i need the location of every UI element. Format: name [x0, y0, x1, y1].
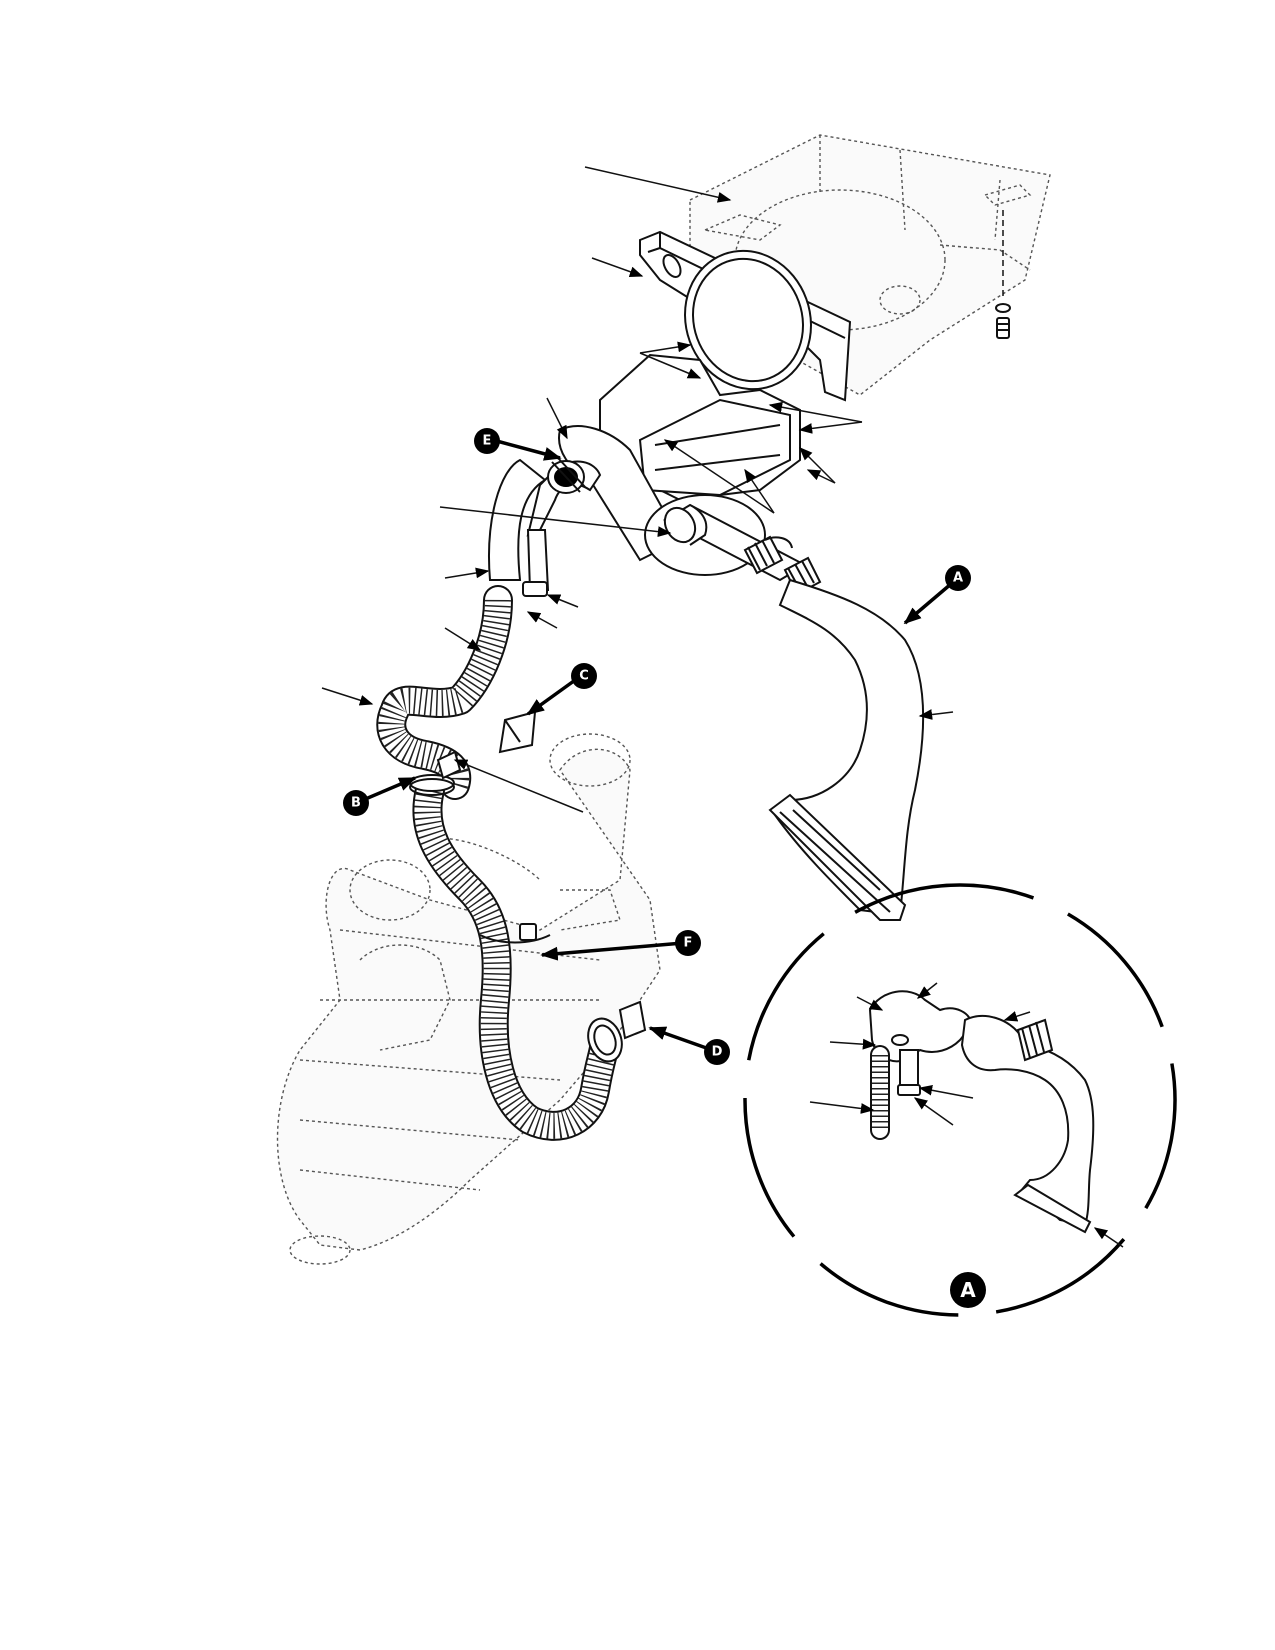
clamp-f — [479, 923, 551, 944]
detail-tailpipe — [960, 1015, 1095, 1234]
detail-a-view — [743, 883, 1177, 1317]
svg-text:E: E — [483, 434, 492, 449]
callout-d: D — [704, 1039, 730, 1065]
exhaust-coupler — [662, 503, 822, 596]
detail-leader-lines — [809, 982, 1124, 1248]
flexible-hose-lower — [412, 775, 620, 1141]
svg-text:C: C — [579, 669, 589, 684]
svg-text:A: A — [953, 571, 963, 586]
callout-e: E — [474, 428, 500, 454]
fastener-hardware — [983, 184, 1032, 339]
callout-f: F — [675, 930, 701, 956]
flexible-hose-upper — [376, 585, 513, 800]
callout-a-detail: A — [950, 1272, 986, 1308]
leader-lines — [321, 166, 954, 813]
mounting-bracket — [639, 230, 852, 402]
svg-text:D: D — [712, 1045, 723, 1060]
callout-b: B — [343, 790, 369, 816]
upper-elbow-pipe — [488, 457, 602, 597]
bracket-c — [498, 710, 537, 754]
clamp-d — [587, 1000, 647, 1063]
ghost-engine-block — [276, 733, 661, 1265]
svg-text:A: A — [960, 1278, 976, 1302]
tailpipe-outlet — [768, 578, 925, 921]
svg-text:B: B — [351, 796, 361, 811]
clamp-band-1 — [743, 535, 784, 575]
callout-c: C — [571, 663, 597, 689]
svg-text:F: F — [684, 936, 693, 951]
clamp-e — [547, 457, 587, 494]
callout-a-main: A — [945, 565, 971, 591]
